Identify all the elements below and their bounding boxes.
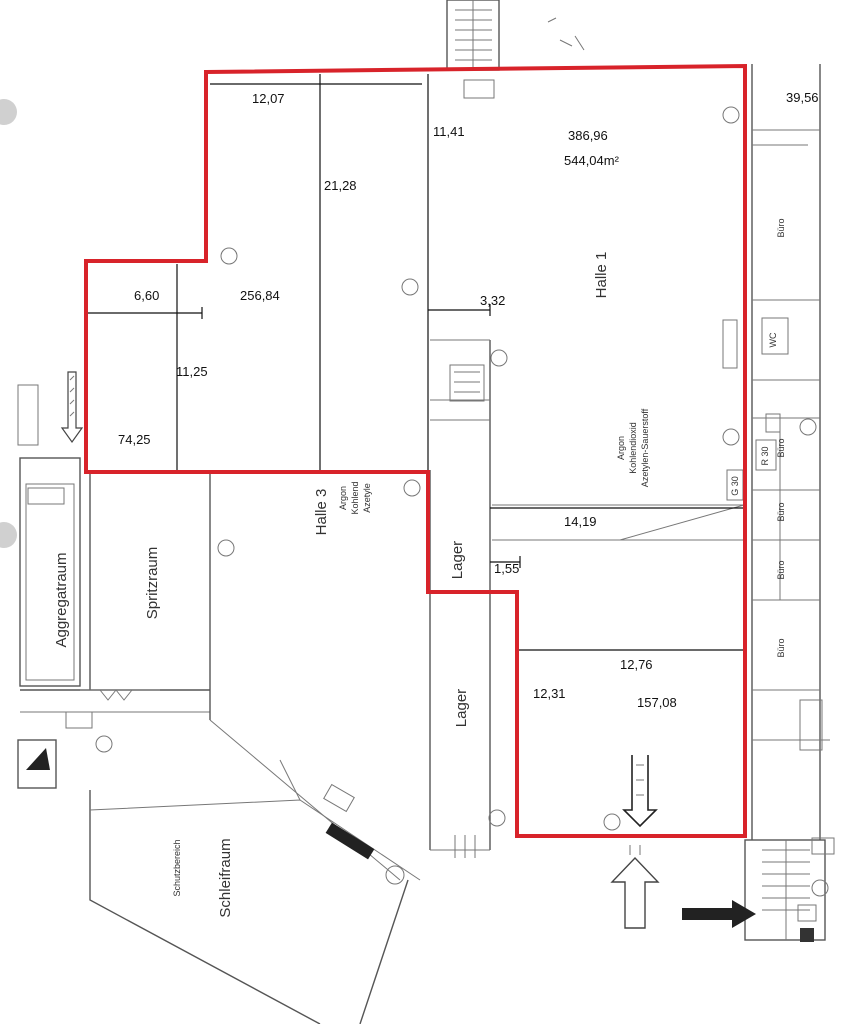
arrow-down-lower xyxy=(622,755,658,828)
halle3-walls xyxy=(89,474,421,1024)
dim-top-right: 39,56 xyxy=(786,90,819,105)
room-halle1: Halle 1 xyxy=(593,252,610,299)
room-halle1-note3: Azetylen-Sauerstoff xyxy=(640,408,650,487)
entrance-arrow-bottom xyxy=(610,845,660,929)
dim-lower-height: 12,31 xyxy=(533,686,566,701)
room-halle1-note2: Kohlendioxid xyxy=(628,422,638,474)
dim-lower-width: 12,76 xyxy=(620,657,653,672)
room-halle3-note2: Kohlend xyxy=(350,481,360,514)
room-schutzbereich: Schutzbereich xyxy=(172,839,182,896)
room-spritzraum: Spritzraum xyxy=(144,547,161,620)
room-buero-1: Büro xyxy=(776,218,786,237)
label-r30: R 30 xyxy=(760,446,770,465)
room-schleifraum: Schleifraum xyxy=(217,838,234,917)
room-buero-4: Büro xyxy=(776,560,786,579)
room-wc: WC xyxy=(768,332,778,347)
room-lager-lower: Lager xyxy=(453,689,470,727)
entrance-arrow-left xyxy=(60,371,84,444)
dim-left-height: 11,25 xyxy=(176,364,208,379)
room-halle3: Halle 3 xyxy=(313,489,330,536)
top-marks xyxy=(547,17,585,51)
dim-left-width: 6,60 xyxy=(134,288,159,303)
dimension-lines xyxy=(88,74,744,651)
binder-hole-bottom xyxy=(0,522,17,548)
dim-right-width: 11,41 xyxy=(433,124,465,139)
dim-middle-width: 14,19 xyxy=(564,514,597,529)
dim-total-area: 544,04m² xyxy=(564,153,620,168)
staircase-bottom-right xyxy=(744,837,835,942)
dim-mid-height: 21,28 xyxy=(324,178,357,193)
room-buero-3: Büro xyxy=(776,502,786,521)
exit-arrow-right xyxy=(682,900,756,928)
staircase-top xyxy=(446,0,500,71)
room-halle3-note1: Argon xyxy=(338,486,348,510)
label-g30: G 30 xyxy=(730,476,740,496)
room-halle1-note1: Argon xyxy=(616,436,626,460)
dim-lower-area: 157,08 xyxy=(637,695,677,710)
room-buero-2: Büro xyxy=(776,438,786,457)
dim-halle1-area: 386,96 xyxy=(568,128,608,143)
room-buero-5: Büro xyxy=(776,638,786,657)
dim-corner-area: 74,25 xyxy=(118,432,151,447)
leased-area-outline xyxy=(84,63,747,838)
dim-top-width: 12,07 xyxy=(252,91,285,106)
room-aggregatraum: Aggregatraum xyxy=(53,552,70,647)
dim-left-area: 256,84 xyxy=(240,288,280,303)
room-halle3-note3: Azetyle xyxy=(362,483,372,513)
dim-small-step: 1,55 xyxy=(494,561,519,576)
left-rooms xyxy=(17,384,210,789)
room-lager-upper: Lager xyxy=(449,541,466,579)
dim-step-width: 3,32 xyxy=(480,293,505,308)
office-strip xyxy=(751,64,830,840)
binder-hole-top xyxy=(0,99,17,125)
